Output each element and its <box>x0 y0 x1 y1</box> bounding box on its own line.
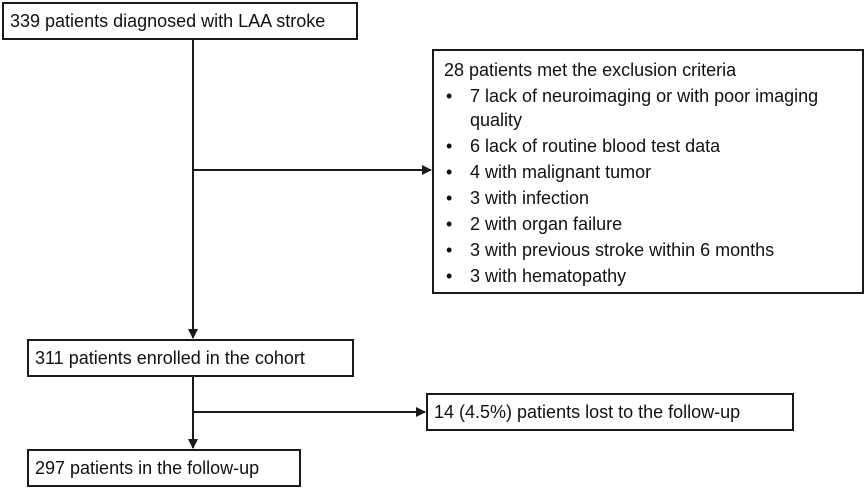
exclusion-item: 2 with organ failure <box>444 212 854 236</box>
start-box: 339 patients diagnosed with LAA stroke <box>2 2 358 40</box>
enrolled-text: 311 patients enrolled in the cohort <box>35 348 305 368</box>
followup-text: 297 patients in the follow-up <box>35 458 260 478</box>
exclusion-list: 7 lack of neuroimaging or with poor imag… <box>444 84 854 288</box>
exclusion-item: 6 lack of routine blood test data <box>444 134 854 158</box>
followup-box: 297 patients in the follow-up <box>27 449 301 487</box>
exclusion-item: 3 with hematopathy <box>444 264 854 288</box>
exclusion-item: 3 with previous stroke within 6 months <box>444 238 854 262</box>
enrolled-box: 311 patients enrolled in the cohort <box>27 339 354 377</box>
exclusion-item: 3 with infection <box>444 186 854 210</box>
start-text: 339 patients diagnosed with LAA stroke <box>10 11 326 31</box>
exclusion-item: 7 lack of neuroimaging or with poor imag… <box>444 84 854 132</box>
lost-text: 14 (4.5%) patients lost to the follow-up <box>434 402 741 422</box>
exclusion-box: 28 patients met the exclusion criteria 7… <box>432 49 864 294</box>
exclusion-title: 28 patients met the exclusion criteria <box>444 60 737 80</box>
lost-box: 14 (4.5%) patients lost to the follow-up <box>426 393 794 431</box>
exclusion-item: 4 with malignant tumor <box>444 160 854 184</box>
